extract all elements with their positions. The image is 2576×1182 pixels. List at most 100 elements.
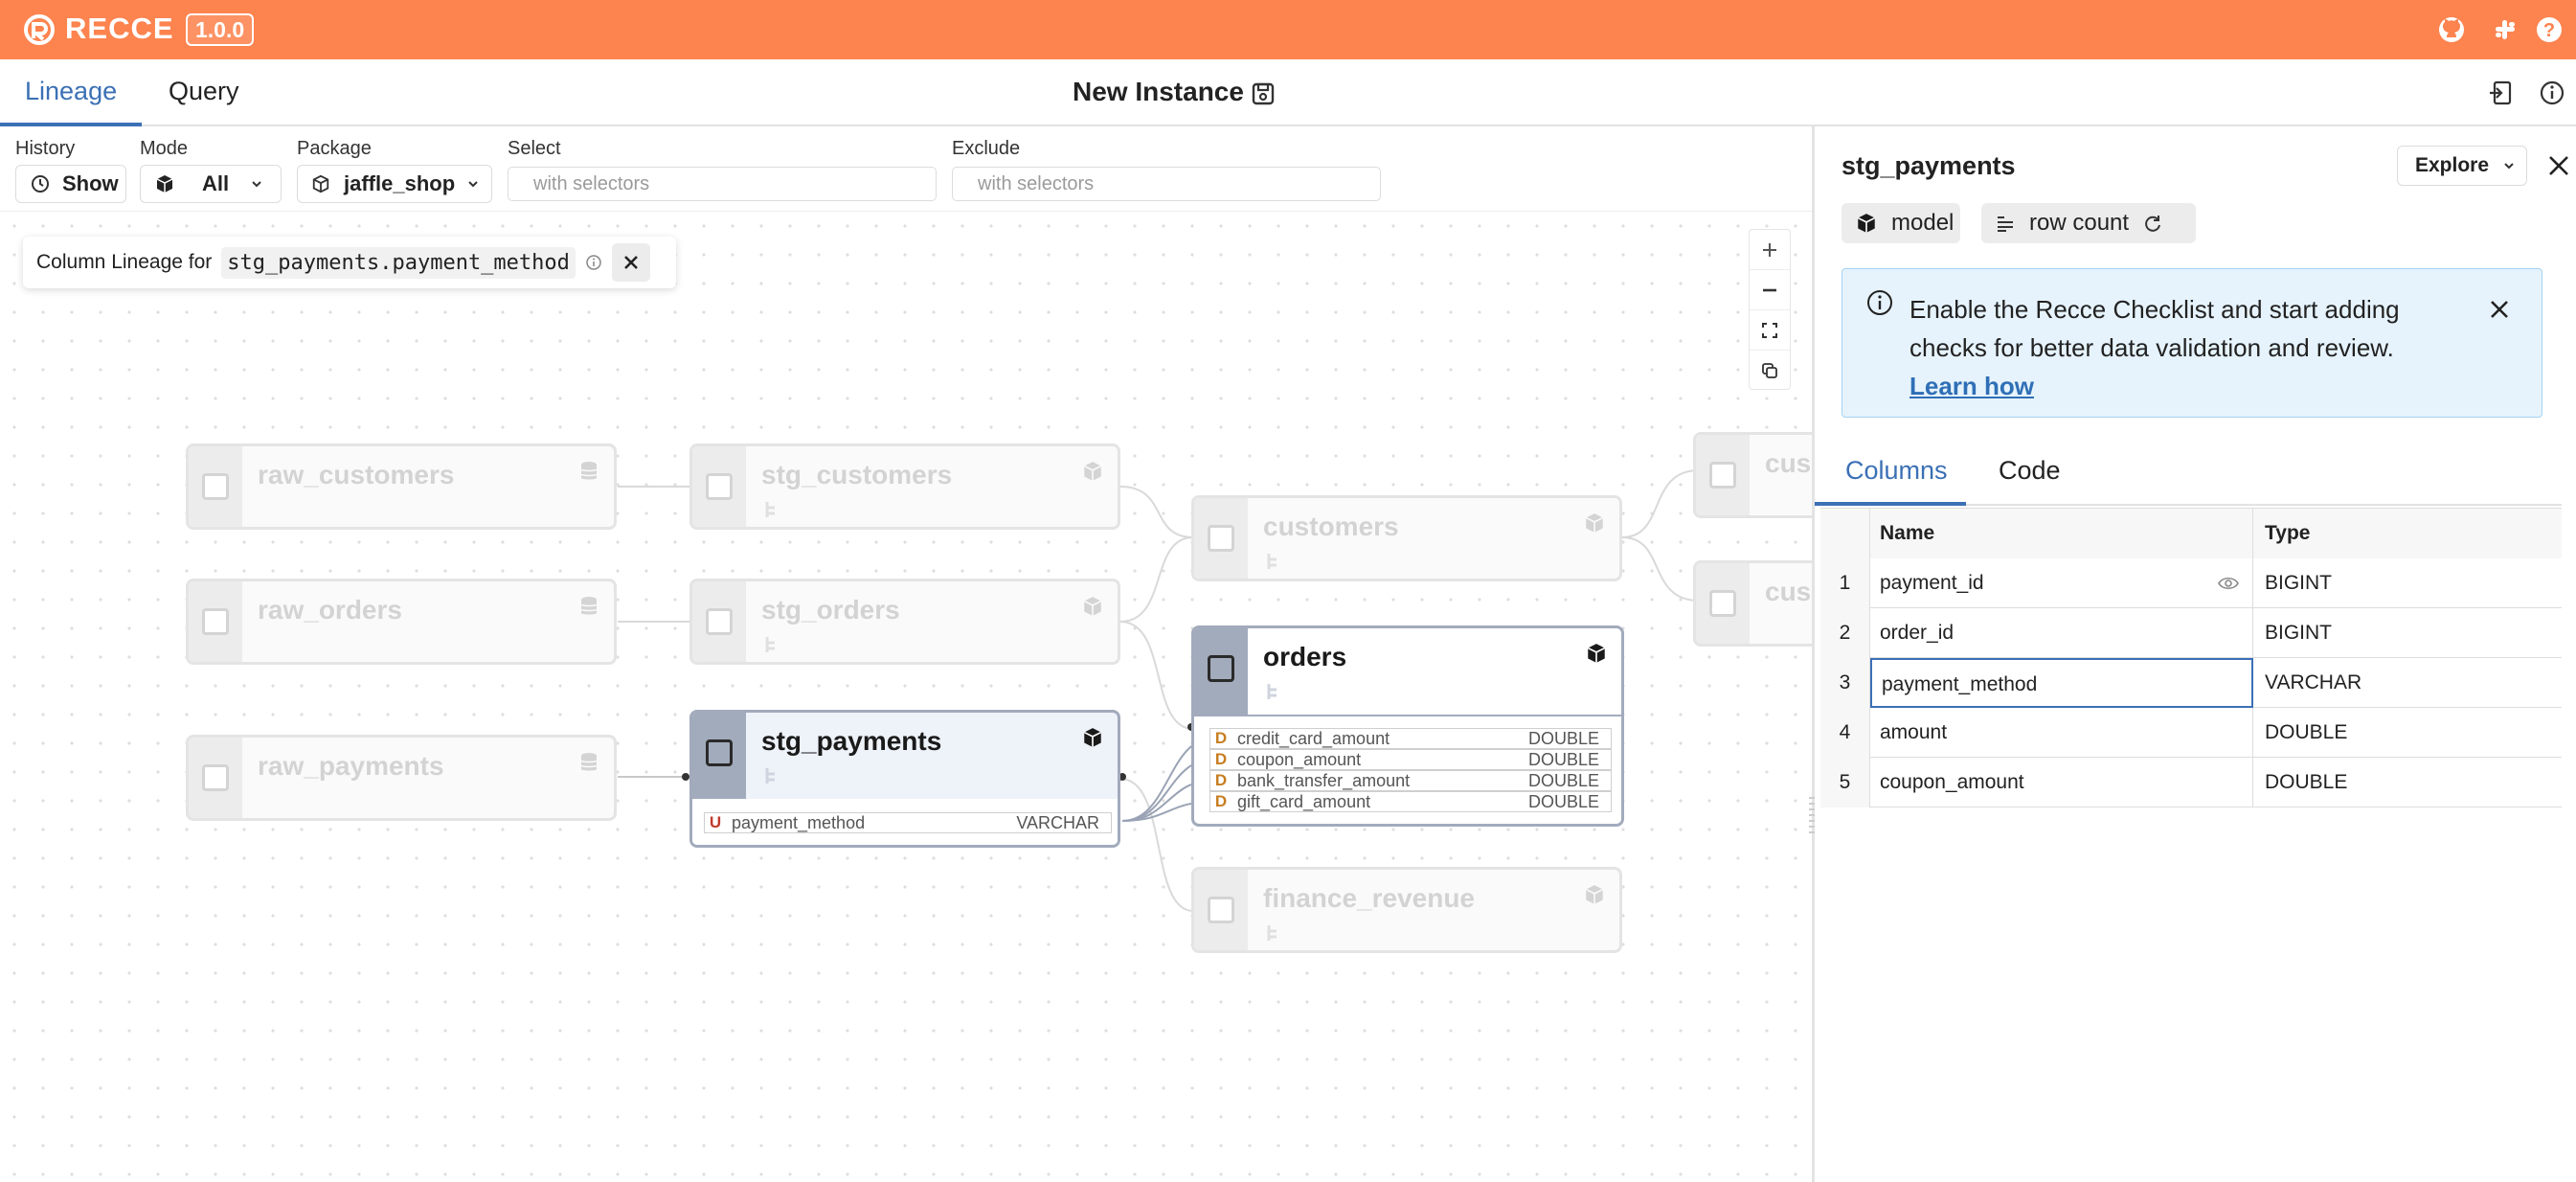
row-count-label: row count <box>2029 210 2130 236</box>
node-title: stg_payments <box>761 726 942 756</box>
column-row[interactable]: D bank_transfer_amount DOUBLE <box>1209 770 1612 791</box>
zoom-out-button[interactable] <box>1750 270 1790 310</box>
tab-query[interactable]: Query <box>169 77 239 105</box>
column-type-cell[interactable]: DOUBLE <box>2265 721 2348 743</box>
column-type-cell[interactable]: BIGINT <box>2265 572 2333 594</box>
node-raw-payments[interactable]: raw_payments <box>186 735 617 821</box>
grid-header-name[interactable]: Name <box>1870 509 2253 558</box>
node-customers[interactable]: customers <box>1191 495 1622 581</box>
node-stg-orders[interactable]: stg_orders <box>689 579 1120 665</box>
column-row[interactable]: D coupon_amount DOUBLE <box>1209 749 1612 770</box>
node-raw-customers[interactable]: raw_customers <box>186 443 617 530</box>
column-type-cell[interactable]: BIGINT <box>2265 622 2333 644</box>
table-row[interactable]: 4 amount DOUBLE <box>1820 708 2562 758</box>
node-checkbox[interactable] <box>1208 897 1234 923</box>
slack-icon[interactable] <box>2490 14 2520 45</box>
lineage-tree-icon <box>1267 925 1277 941</box>
lineage-canvas[interactable]: Column Lineage for stg_payments.payment_… <box>0 211 1812 1182</box>
node-orders[interactable]: orders D credit_card_amount DOUBLE D cou… <box>1191 625 1624 827</box>
row-index: 3 <box>1820 658 1870 708</box>
mode-label: Mode <box>140 138 189 159</box>
mode-select[interactable]: All <box>140 165 282 203</box>
explore-button[interactable]: Explore <box>2397 146 2527 186</box>
node-cus-1[interactable]: cus <box>1693 432 1812 518</box>
tab-columns[interactable]: Columns <box>1845 456 1948 485</box>
fit-view-button[interactable] <box>1750 310 1790 351</box>
node-raw-orders[interactable]: raw_orders <box>186 579 617 665</box>
package-label: Package <box>297 138 372 159</box>
node-title: raw_payments <box>258 751 444 781</box>
close-alert-icon[interactable] <box>2486 296 2513 323</box>
model-cube-icon <box>1083 728 1102 747</box>
node-checkbox[interactable] <box>706 473 733 500</box>
node-checkbox[interactable] <box>1709 462 1736 489</box>
tab-divider <box>1815 504 2562 506</box>
column-type-cell[interactable]: VARCHAR <box>2265 671 2362 693</box>
node-finance-revenue[interactable]: finance_revenue <box>1191 867 1622 953</box>
cube-icon <box>156 175 173 193</box>
table-row[interactable]: 2 order_id BIGINT <box>1820 608 2562 658</box>
save-icon[interactable] <box>1251 81 1276 106</box>
column-type: DOUBLE <box>1527 770 1599 790</box>
zoom-in-button[interactable] <box>1750 230 1790 270</box>
select-input[interactable]: with selectors <box>508 167 937 201</box>
column-row[interactable]: U payment_method VARCHAR <box>704 812 1112 833</box>
exclude-input[interactable]: with selectors <box>952 167 1381 201</box>
column-name-cell[interactable]: payment_id <box>1870 558 2253 608</box>
lineage-tree-icon <box>765 637 775 652</box>
close-panel-icon[interactable] <box>2544 151 2573 180</box>
close-column-lineage-button[interactable] <box>611 243 650 282</box>
grid-header-type[interactable]: Type <box>2253 509 2562 558</box>
column-change-badge: D <box>1214 792 1228 810</box>
learn-how-link[interactable]: Learn how <box>1909 372 2035 400</box>
column-row[interactable]: D gift_card_amount DOUBLE <box>1209 791 1612 812</box>
table-row[interactable]: 1 payment_id BIGINT <box>1820 558 2562 608</box>
node-stg-customers[interactable]: stg_customers <box>689 443 1120 530</box>
node-checkbox[interactable] <box>1208 525 1234 552</box>
help-icon[interactable]: ? <box>2534 14 2565 45</box>
table-row[interactable]: 5 coupon_amount DOUBLE <box>1820 758 2562 807</box>
tab-code[interactable]: Code <box>1999 456 2061 485</box>
history-show-button[interactable]: Show <box>15 165 126 203</box>
zoom-controls <box>1749 229 1791 390</box>
node-checkbox[interactable] <box>202 608 229 635</box>
column-type: DOUBLE <box>1527 749 1599 769</box>
database-icon <box>580 753 598 771</box>
brand-name: RECCE <box>65 11 174 45</box>
mode-value: All <box>202 171 230 195</box>
column-name-cell[interactable]: order_id <box>1870 608 2253 658</box>
plus-icon <box>1763 242 1776 257</box>
table-row[interactable]: 3 payment_method VARCHAR <box>1820 658 2562 708</box>
main-tabs-bar: Lineage Query New Instance <box>0 59 2576 126</box>
panel-resize-handle[interactable] <box>1809 797 1815 835</box>
column-name-cell[interactable]: coupon_amount <box>1870 758 2253 807</box>
columns-grid: Name Type 1 payment_id BIGINT 2 order_id… <box>1820 508 2562 807</box>
node-checkbox[interactable] <box>202 764 229 791</box>
eye-icon[interactable] <box>2218 576 2239 591</box>
share-icon[interactable] <box>2486 79 2515 107</box>
node-stg-payments[interactable]: stg_payments U payment_method VARCHAR <box>689 710 1120 848</box>
node-title: cus <box>1765 448 1812 478</box>
column-row[interactable]: D credit_card_amount DOUBLE <box>1209 728 1612 749</box>
column-name-cell[interactable]: amount <box>1870 708 2253 758</box>
node-checkbox[interactable] <box>202 473 229 500</box>
info-icon[interactable] <box>585 254 602 271</box>
column-type: VARCHAR <box>1016 812 1099 832</box>
node-checkbox[interactable] <box>706 608 733 635</box>
info-icon[interactable] <box>2538 79 2566 107</box>
node-checkbox[interactable] <box>706 739 733 766</box>
column-name-cell-selected[interactable]: payment_method <box>1870 658 2253 708</box>
copy-image-button[interactable] <box>1750 351 1790 391</box>
node-checkbox[interactable] <box>1709 590 1736 617</box>
github-icon[interactable] <box>2436 14 2467 45</box>
node-checkbox[interactable] <box>1208 655 1234 682</box>
instance-title: New Instance <box>1073 77 1244 106</box>
refresh-icon[interactable] <box>2142 213 2163 234</box>
node-cus-2[interactable]: cus <box>1693 560 1812 647</box>
history-show-label: Show <box>62 171 119 195</box>
panel-title: stg_payments <box>1842 151 2016 180</box>
database-icon <box>580 462 598 480</box>
tab-lineage[interactable]: Lineage <box>25 77 118 105</box>
column-type-cell[interactable]: DOUBLE <box>2265 771 2348 793</box>
package-select[interactable]: jaffle_shop <box>297 165 492 203</box>
